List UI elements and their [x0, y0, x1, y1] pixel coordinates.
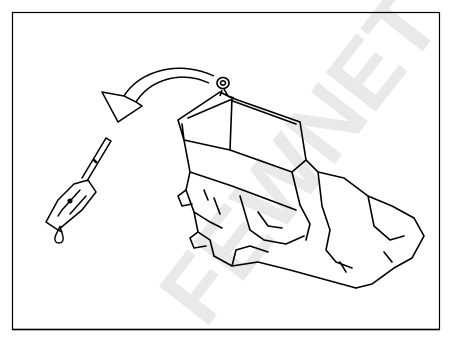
oil-dipstick-handle: [46, 180, 96, 230]
dipstick: [46, 138, 111, 232]
dipstick-blade: [82, 138, 111, 181]
